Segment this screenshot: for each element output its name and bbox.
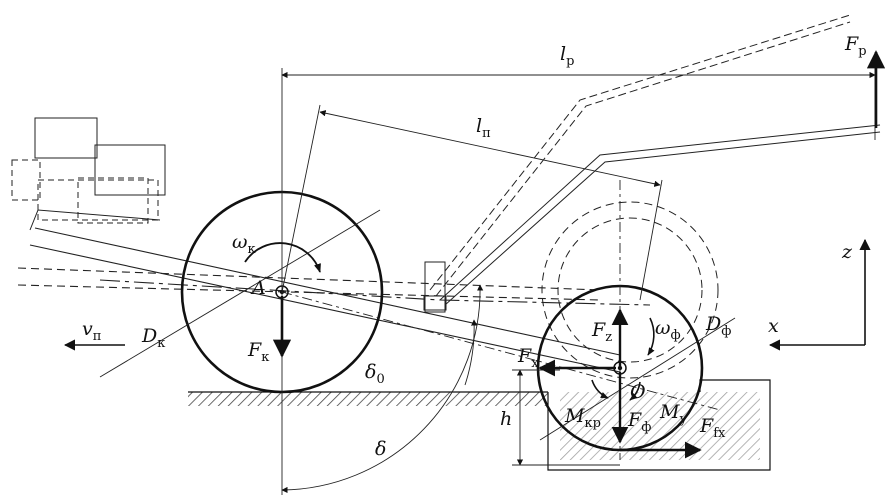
label-my: Mу: [659, 401, 687, 427]
label-h: h: [500, 408, 512, 430]
label-o: O: [630, 381, 646, 403]
label-vn: vп: [82, 318, 101, 344]
label-delta0: δ0: [365, 361, 385, 387]
rotor-guard: [541, 201, 719, 379]
handles: [423, 14, 881, 313]
label-df: Dф: [705, 313, 731, 339]
label-fx: Fx: [517, 345, 539, 371]
engine-block: [11, 117, 166, 231]
label-ln: lп: [476, 115, 491, 141]
label-fp: Fp: [844, 33, 867, 59]
label-a: A: [250, 277, 266, 299]
label-axis-x: x: [768, 315, 779, 337]
frame-beam: [17, 227, 651, 373]
reference-lines: [99, 68, 876, 495]
coordinate-axes: [768, 238, 871, 351]
label-fk: Fк: [247, 339, 269, 365]
labels: lp lп Fp ωк A Dк Fк vп δ0 δ h Fz Fx ωф D…: [82, 33, 867, 460]
force-arrows: [63, 50, 885, 459]
label-ffx: Ffx: [699, 415, 726, 441]
label-lp: lp: [560, 43, 574, 69]
label-dk: Dк: [141, 325, 165, 351]
label-fz: Fz: [591, 319, 612, 345]
label-mkr: Mкр: [564, 405, 601, 431]
label-omega-f: ωф: [655, 317, 681, 343]
label-omega-k: ωк: [232, 231, 256, 257]
label-delta: δ: [375, 438, 386, 460]
label-ff: Fф: [627, 409, 651, 435]
label-axis-z: z: [841, 241, 853, 263]
